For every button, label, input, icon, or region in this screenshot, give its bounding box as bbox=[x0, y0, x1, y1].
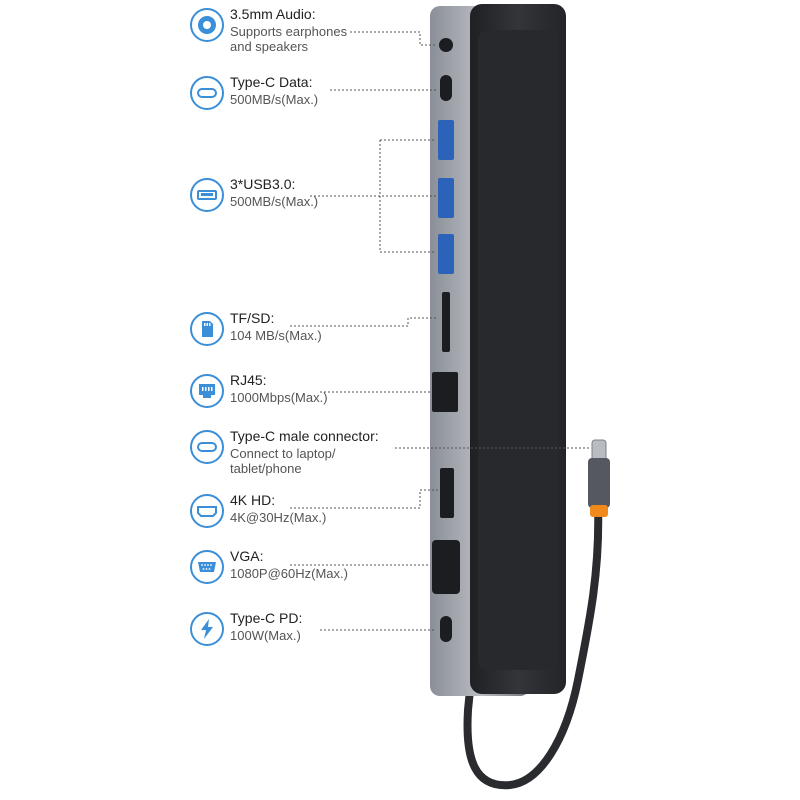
usb-a-port-2 bbox=[438, 178, 454, 218]
audio-jack bbox=[439, 38, 453, 52]
rj45-port bbox=[432, 372, 458, 412]
spec-title: VGA: bbox=[230, 548, 264, 564]
spec-title: TF/SD: bbox=[230, 310, 275, 326]
vga-port bbox=[432, 540, 460, 594]
spec-desc: 4K@30Hz(Max.) bbox=[230, 510, 327, 525]
usb-a-port-icon bbox=[190, 178, 224, 212]
spec-rj45: RJ45: 1000Mbps(Max.) bbox=[190, 372, 430, 424]
spec-desc: Connect to laptop/ bbox=[230, 446, 336, 461]
usb-a-port-3 bbox=[438, 234, 454, 274]
spec-desc: 1080P@60Hz(Max.) bbox=[230, 566, 348, 581]
ethernet-port-icon bbox=[190, 374, 224, 408]
spec-hdmi: 4K HD: 4K@30Hz(Max.) bbox=[190, 492, 430, 544]
lightning-icon bbox=[190, 612, 224, 646]
sd-slot bbox=[442, 292, 450, 352]
vga-port-icon bbox=[190, 550, 224, 584]
usb-c-port-icon bbox=[190, 76, 224, 110]
spec-pd: Type-C PD: 100W(Max.) bbox=[190, 610, 430, 662]
hdmi-port bbox=[440, 468, 454, 518]
spec-desc: 100W(Max.) bbox=[230, 628, 301, 643]
spec-typec-male: Type-C male connector: Connect to laptop… bbox=[190, 428, 430, 480]
hdmi-port-icon bbox=[190, 494, 224, 528]
spec-desc: Supports earphones bbox=[230, 24, 348, 39]
spec-usb3: 3*USB3.0: 500MB/s(Max.) bbox=[190, 176, 430, 228]
spec-desc: 500MB/s(Max.) bbox=[230, 92, 319, 107]
spec-title: Type-C PD: bbox=[230, 610, 303, 626]
usb-a-port-1 bbox=[438, 120, 454, 160]
usb-c-data-port bbox=[440, 75, 452, 101]
spec-desc: 104 MB/s(Max.) bbox=[230, 328, 322, 343]
spec-title: 3.5mm Audio: bbox=[230, 6, 316, 22]
spec-desc: and speakers bbox=[230, 39, 309, 54]
spec-tfsd: TF/SD: 104 MB/s(Max.) bbox=[190, 310, 430, 362]
spec-desc: 1000Mbps(Max.) bbox=[230, 390, 328, 405]
spec-title: RJ45: bbox=[230, 372, 267, 388]
spec-title: Type-C male connector: bbox=[230, 428, 379, 444]
spec-title: Type-C Data: bbox=[230, 74, 313, 90]
spec-desc: tablet/phone bbox=[230, 461, 302, 476]
headphone-jack-icon bbox=[190, 8, 224, 42]
spec-title: 3*USB3.0: bbox=[230, 176, 296, 192]
usb-c-cable bbox=[463, 501, 603, 790]
spec-title: 4K HD: bbox=[230, 492, 276, 508]
sd-card-icon bbox=[190, 312, 224, 346]
spec-vga: VGA: 1080P@60Hz(Max.) bbox=[190, 548, 430, 600]
spec-desc: 500MB/s(Max.) bbox=[230, 194, 319, 209]
usb-c-port-icon bbox=[190, 430, 224, 464]
spec-typec-data: Type-C Data: 500MB/s(Max.) bbox=[190, 74, 430, 126]
usb-c-pd-port bbox=[440, 616, 452, 642]
